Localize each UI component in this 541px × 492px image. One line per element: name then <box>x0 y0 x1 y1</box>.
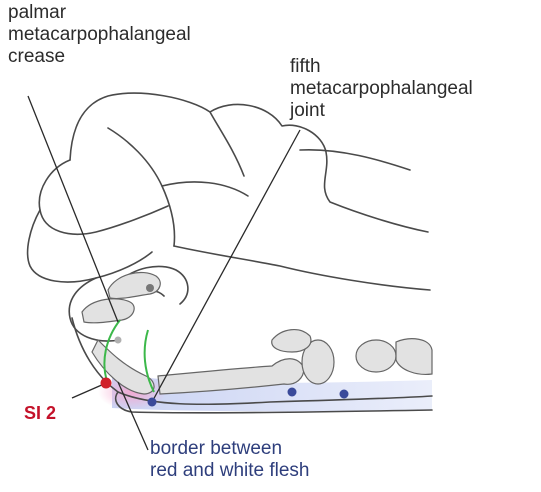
label-fifth-joint-line-1: fifth <box>290 56 473 78</box>
si2-point <box>101 378 112 389</box>
carpal-bone-3 <box>272 330 311 352</box>
label-fifth-joint-line-3: joint <box>290 100 473 122</box>
carpal-point-2 <box>340 390 349 399</box>
label-palmar-crease: palmar metacarpophalangeal crease <box>8 2 191 68</box>
label-palmar-crease-line-1: palmar <box>8 2 191 24</box>
fifth-digit-bones <box>82 272 432 394</box>
leader-palmar-crease <box>28 96 118 322</box>
label-fifth-joint-line-2: metacarpophalangeal <box>290 78 473 100</box>
finger-tip-point <box>146 284 154 292</box>
carpal-bone-2 <box>356 340 396 372</box>
label-border-line-1: border between <box>150 438 310 460</box>
label-border-line-2: red and white flesh <box>150 460 310 482</box>
label-border: border between red and white flesh <box>150 438 310 482</box>
label-si2: SI 2 <box>24 402 56 424</box>
middle-phalanx <box>82 299 134 323</box>
fifth-mcp-joint-point <box>148 398 157 407</box>
label-palmar-crease-line-2: metacarpophalangeal <box>8 24 191 46</box>
carpal-point-1 <box>288 388 297 397</box>
finger-joint-point <box>115 337 122 344</box>
label-fifth-joint: fifth metacarpophalangeal joint <box>290 56 473 122</box>
label-palmar-crease-line-3: crease <box>8 46 191 68</box>
wrist-bone <box>396 339 432 375</box>
